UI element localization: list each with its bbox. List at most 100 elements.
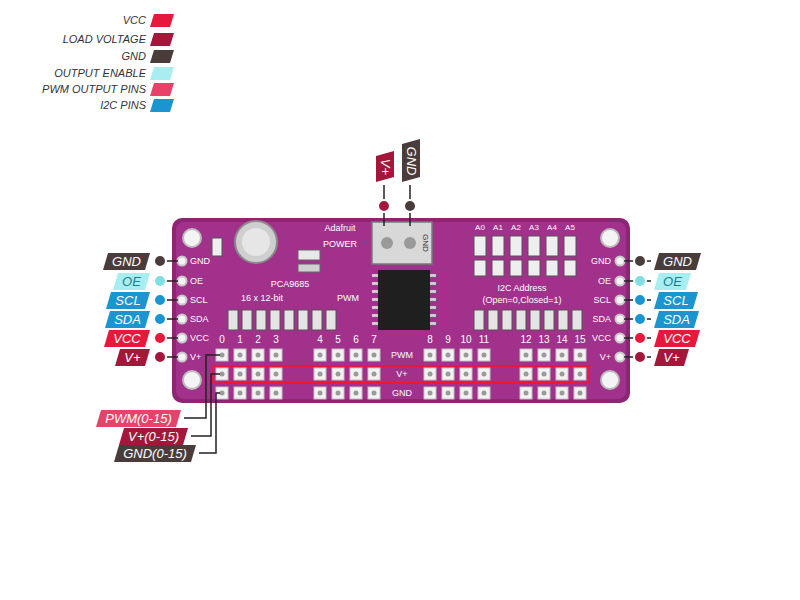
tag-outline [106, 292, 150, 309]
pad-hole [578, 372, 583, 377]
header-pad [332, 387, 344, 399]
header-pad [350, 387, 362, 399]
silkscreen-label: A4 [547, 224, 557, 232]
header-pad [574, 368, 586, 380]
tag-text: VCC [113, 332, 140, 345]
tag-text: SDA [663, 313, 690, 326]
header-pad [234, 387, 246, 399]
pad-hole [482, 353, 487, 358]
header-pad [368, 349, 380, 361]
header-pad [424, 387, 436, 399]
terminal-screw [404, 237, 416, 249]
tag-outline [113, 273, 150, 290]
pin-tag: V+(0-15) [119, 428, 188, 445]
silkscreen-label: PWM [337, 294, 359, 303]
pad-hole [372, 353, 377, 358]
silkscreen-label: A0 [475, 224, 485, 232]
led [298, 250, 320, 260]
header-pad [460, 368, 472, 380]
side-pins [178, 257, 625, 362]
pad-hole [428, 391, 433, 396]
legend-text: VCC [123, 15, 146, 26]
tag-text: GND [112, 255, 141, 268]
header-pad [368, 387, 380, 399]
pad-hole [354, 372, 359, 377]
tag-text: SDA [114, 313, 141, 326]
pin-tag: SDA [654, 311, 699, 328]
tag-outline [104, 330, 150, 347]
header-pad [252, 387, 264, 399]
header-pad [314, 349, 326, 361]
tag-text: GND(0-15) [123, 447, 187, 460]
pad-hole [372, 391, 377, 396]
pad-hole [274, 372, 279, 377]
pad-hole [336, 353, 341, 358]
pad-hole [238, 372, 243, 377]
silkscreen-label: 2 [255, 335, 261, 345]
silkscreen-label: V+ [190, 353, 201, 362]
pad-hole [542, 372, 547, 377]
pad-hole [560, 372, 565, 377]
silkscreen-label: V+ [396, 370, 407, 379]
silkscreen-label: 3 [273, 335, 279, 345]
tag-outline [114, 445, 196, 462]
legend-text: LOAD VOLTAGE [63, 34, 146, 45]
pin-tag: VCC [654, 330, 700, 347]
pad-hole [256, 372, 261, 377]
pin-tag: V+ [376, 151, 394, 182]
pad-hole [238, 391, 243, 396]
tag-text: GND [405, 146, 418, 175]
pad-hole [274, 353, 279, 358]
pad-hole [560, 353, 565, 358]
pin-tag: GND [402, 139, 420, 182]
pad-hole [464, 391, 469, 396]
silkscreen-label: GND [591, 257, 611, 266]
header-pad [520, 387, 532, 399]
legend-text: GND [122, 51, 146, 62]
silkscreen-label: 5 [335, 335, 341, 345]
silkscreen-label: 6 [353, 335, 359, 345]
pad-hole [542, 353, 547, 358]
pad-hole [318, 391, 323, 396]
tag-text: V+ [124, 351, 140, 364]
tag-text: V+(0-15) [128, 430, 179, 443]
swatch-shape [150, 14, 174, 27]
silkscreen-label: A3 [529, 224, 539, 232]
header-pad [350, 368, 362, 380]
silkscreen-label: SDA [592, 315, 611, 324]
swatch-shape [150, 67, 174, 80]
tag-outline [654, 253, 701, 270]
silkscreen-label: SCL [190, 296, 208, 305]
silkscreen-label: GND [421, 234, 429, 252]
chip-legs [372, 274, 436, 325]
pad-hole [524, 372, 529, 377]
pad-hole [446, 353, 451, 358]
header-pad [424, 349, 436, 361]
tag-outline [654, 311, 699, 328]
silkscreen-label: 15 [574, 335, 585, 345]
pad-hole [372, 372, 377, 377]
swatch-shape [150, 83, 174, 96]
header-pad [460, 349, 472, 361]
silkscreen-label: VCC [190, 334, 209, 343]
pad-hole [428, 372, 433, 377]
silkscreen-label: I2C Address [497, 284, 546, 293]
tag-text: VCC [663, 332, 690, 345]
header-pad [538, 349, 550, 361]
header-pad [520, 349, 532, 361]
legend-text: I2C PINS [100, 100, 146, 111]
header-pad [574, 349, 586, 361]
swatch-shape [150, 33, 174, 46]
header-pad [442, 368, 454, 380]
resistor-symbol [212, 238, 222, 256]
silkscreen-label: SCL [593, 296, 611, 305]
pad-hole [578, 391, 583, 396]
header-pad [314, 368, 326, 380]
header-pad [252, 349, 264, 361]
pad-hole [446, 391, 451, 396]
header-pad [478, 368, 490, 380]
pad-hole [464, 372, 469, 377]
pad-hole [256, 353, 261, 358]
legend-text: PWM OUTPUT PINS [42, 84, 146, 95]
pad-hole [256, 391, 261, 396]
